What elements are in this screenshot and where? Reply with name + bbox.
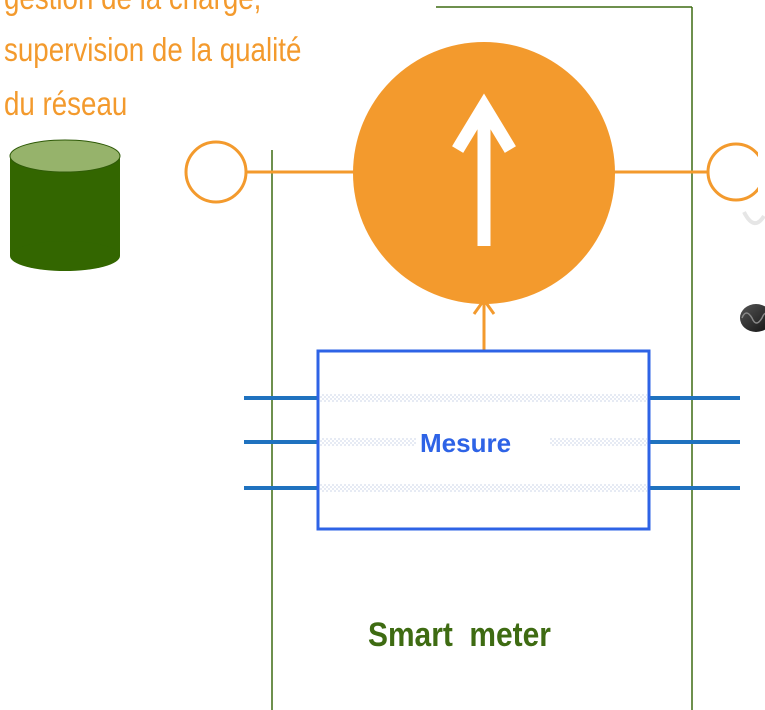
measurement-label: Mesure — [420, 428, 512, 458]
coiled-cable-icon — [740, 211, 765, 332]
caption-line-3: du réseau — [4, 85, 128, 122]
caption-line-1: gestion de la charge, — [4, 0, 261, 16]
smart-meter-frame — [271, 6, 693, 710]
communication-module — [353, 42, 615, 304]
caption-line-2: supervision de la qualité — [4, 31, 302, 68]
upward-arrow-icon — [452, 93, 516, 246]
connector-circle-left-icon — [184, 140, 248, 204]
smart-meter-label: Smart meter — [368, 616, 551, 654]
measure-to-module-arrow — [472, 297, 496, 350]
connector-circle-right-icon — [706, 142, 765, 202]
measurement-block — [316, 349, 651, 531]
database-cylinder-icon — [9, 139, 121, 271]
